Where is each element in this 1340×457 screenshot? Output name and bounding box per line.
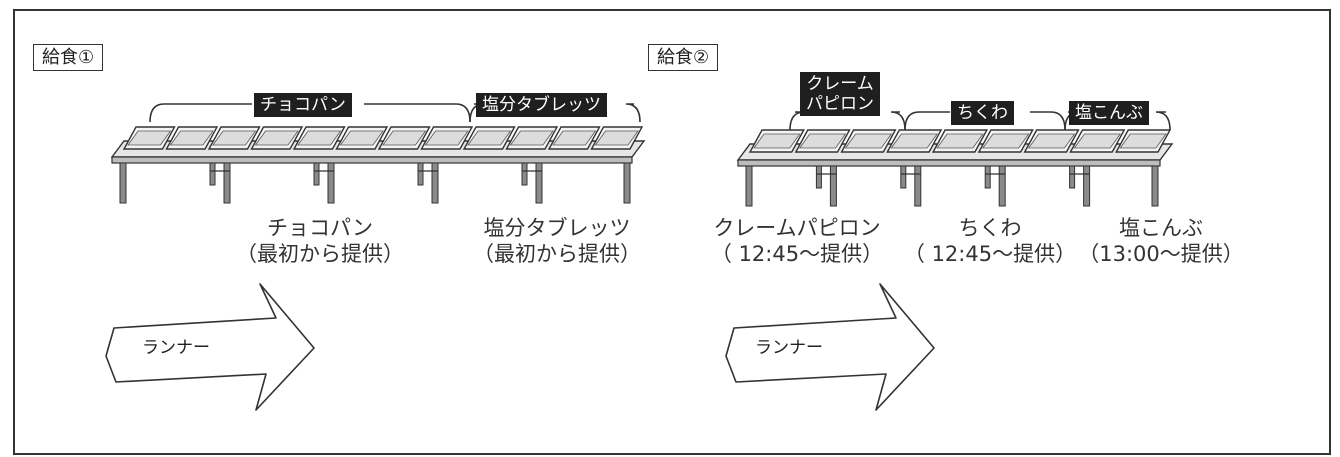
runner-arrow-1 xyxy=(105,283,315,411)
station-1-tray-inner xyxy=(424,130,469,146)
section-label-station-2: 給食② xyxy=(648,44,719,71)
station-2-tray-inner xyxy=(1119,133,1167,149)
caption-shio-konbu-name: 塩こんぶ xyxy=(1119,216,1203,240)
station-1-leg xyxy=(223,162,231,204)
caption-cream-papillon-name: クレームパピロン xyxy=(713,216,881,240)
diagram-frame xyxy=(13,9,1331,455)
station-2-leg xyxy=(1069,165,1076,189)
station-1-leg xyxy=(521,162,528,186)
station-2-tray-inner xyxy=(1027,133,1076,149)
station-2-leg xyxy=(829,165,837,207)
station-1-tray-inner xyxy=(297,130,342,146)
station-1-leg xyxy=(209,162,216,186)
station-1-tray-inner xyxy=(467,130,512,146)
station-2-tray-inner xyxy=(890,133,938,149)
caption-cream-papillon: クレームパピロン （ 12:45〜提供） xyxy=(697,215,897,267)
station-1-leg xyxy=(119,162,127,204)
station-2-leg xyxy=(1083,165,1091,207)
station-1-tray-inner xyxy=(127,130,172,146)
tag-chikuwa: ちくわ xyxy=(951,101,1014,125)
station-2-leg xyxy=(914,165,922,207)
station-1-tray-inner xyxy=(254,130,299,146)
arrow-label-runner-1: ランナー xyxy=(142,338,210,358)
station-1-leg xyxy=(623,162,631,204)
station-2-tables xyxy=(736,129,1174,207)
tag-salt-tablets: 塩分タブレッツ xyxy=(476,93,607,117)
caption-shio-konbu: 塩こんぶ （13:00〜提供） xyxy=(1066,215,1256,267)
station-1-leg xyxy=(431,162,439,204)
station-2-leg xyxy=(815,165,822,189)
station-1-leg xyxy=(535,162,543,204)
arrow-label-runner-2: ランナー xyxy=(755,338,823,358)
tag-shio-konbu: 塩こんぶ xyxy=(1069,101,1149,125)
station-1-leg xyxy=(313,162,320,186)
caption-salt-tablets-name: 塩分タブレッツ xyxy=(483,216,631,240)
station-1-tray-inner xyxy=(339,130,384,146)
tag-choco-pan: チョコパン xyxy=(254,93,352,117)
station-2-leg xyxy=(900,165,907,189)
caption-shio-konbu-timing: （13:00〜提供） xyxy=(1078,242,1244,266)
station-1-tray-inner xyxy=(212,130,257,146)
station-2-tray-inner xyxy=(799,133,847,149)
station-1-table-edge xyxy=(111,156,633,164)
station-1-tray-inner xyxy=(169,130,214,146)
runner-arrow-2 xyxy=(725,283,935,411)
caption-cream-papillon-timing: （ 12:45〜提供） xyxy=(710,242,884,266)
station-1-leg xyxy=(327,162,335,204)
station-2-table-edge xyxy=(737,159,1161,167)
tag-cream-papillon: クレーム パピロン xyxy=(800,72,880,117)
station-2-tray-inner xyxy=(844,133,893,149)
caption-chikuwa: ちくわ （ 12:45〜提供） xyxy=(895,215,1085,267)
runner-arrows xyxy=(105,283,935,411)
station-2-leg xyxy=(1151,165,1159,207)
caption-choco-pan-timing: （最初から提供） xyxy=(236,242,404,266)
caption-salt-tablets-timing: （最初から提供） xyxy=(473,242,641,266)
station-2-tray-inner xyxy=(936,133,984,149)
station-1-leg xyxy=(417,162,424,186)
station-2-leg xyxy=(998,165,1006,207)
caption-salt-tablets: 塩分タブレッツ （最初から提供） xyxy=(462,215,652,267)
station-1-tray-inner xyxy=(594,130,639,146)
caption-chikuwa-timing: （ 12:45〜提供） xyxy=(903,242,1077,266)
caption-choco-pan: チョコパン （最初から提供） xyxy=(225,215,415,267)
station-2-leg xyxy=(984,165,991,189)
station-2-leg xyxy=(745,165,753,207)
caption-chikuwa-name: ちくわ xyxy=(958,216,1022,240)
station-1-tray-inner xyxy=(509,130,554,146)
station-2-tray-inner xyxy=(1073,133,1121,149)
station-2-tray-inner xyxy=(753,133,801,149)
station-1-tables xyxy=(110,126,646,204)
station-1-tray-inner xyxy=(382,130,427,146)
station-2-tray-inner xyxy=(982,133,1030,149)
caption-choco-pan-name: チョコパン xyxy=(266,216,374,240)
section-label-station-1: 給食① xyxy=(33,44,104,71)
station-1-tray-inner xyxy=(552,130,597,146)
